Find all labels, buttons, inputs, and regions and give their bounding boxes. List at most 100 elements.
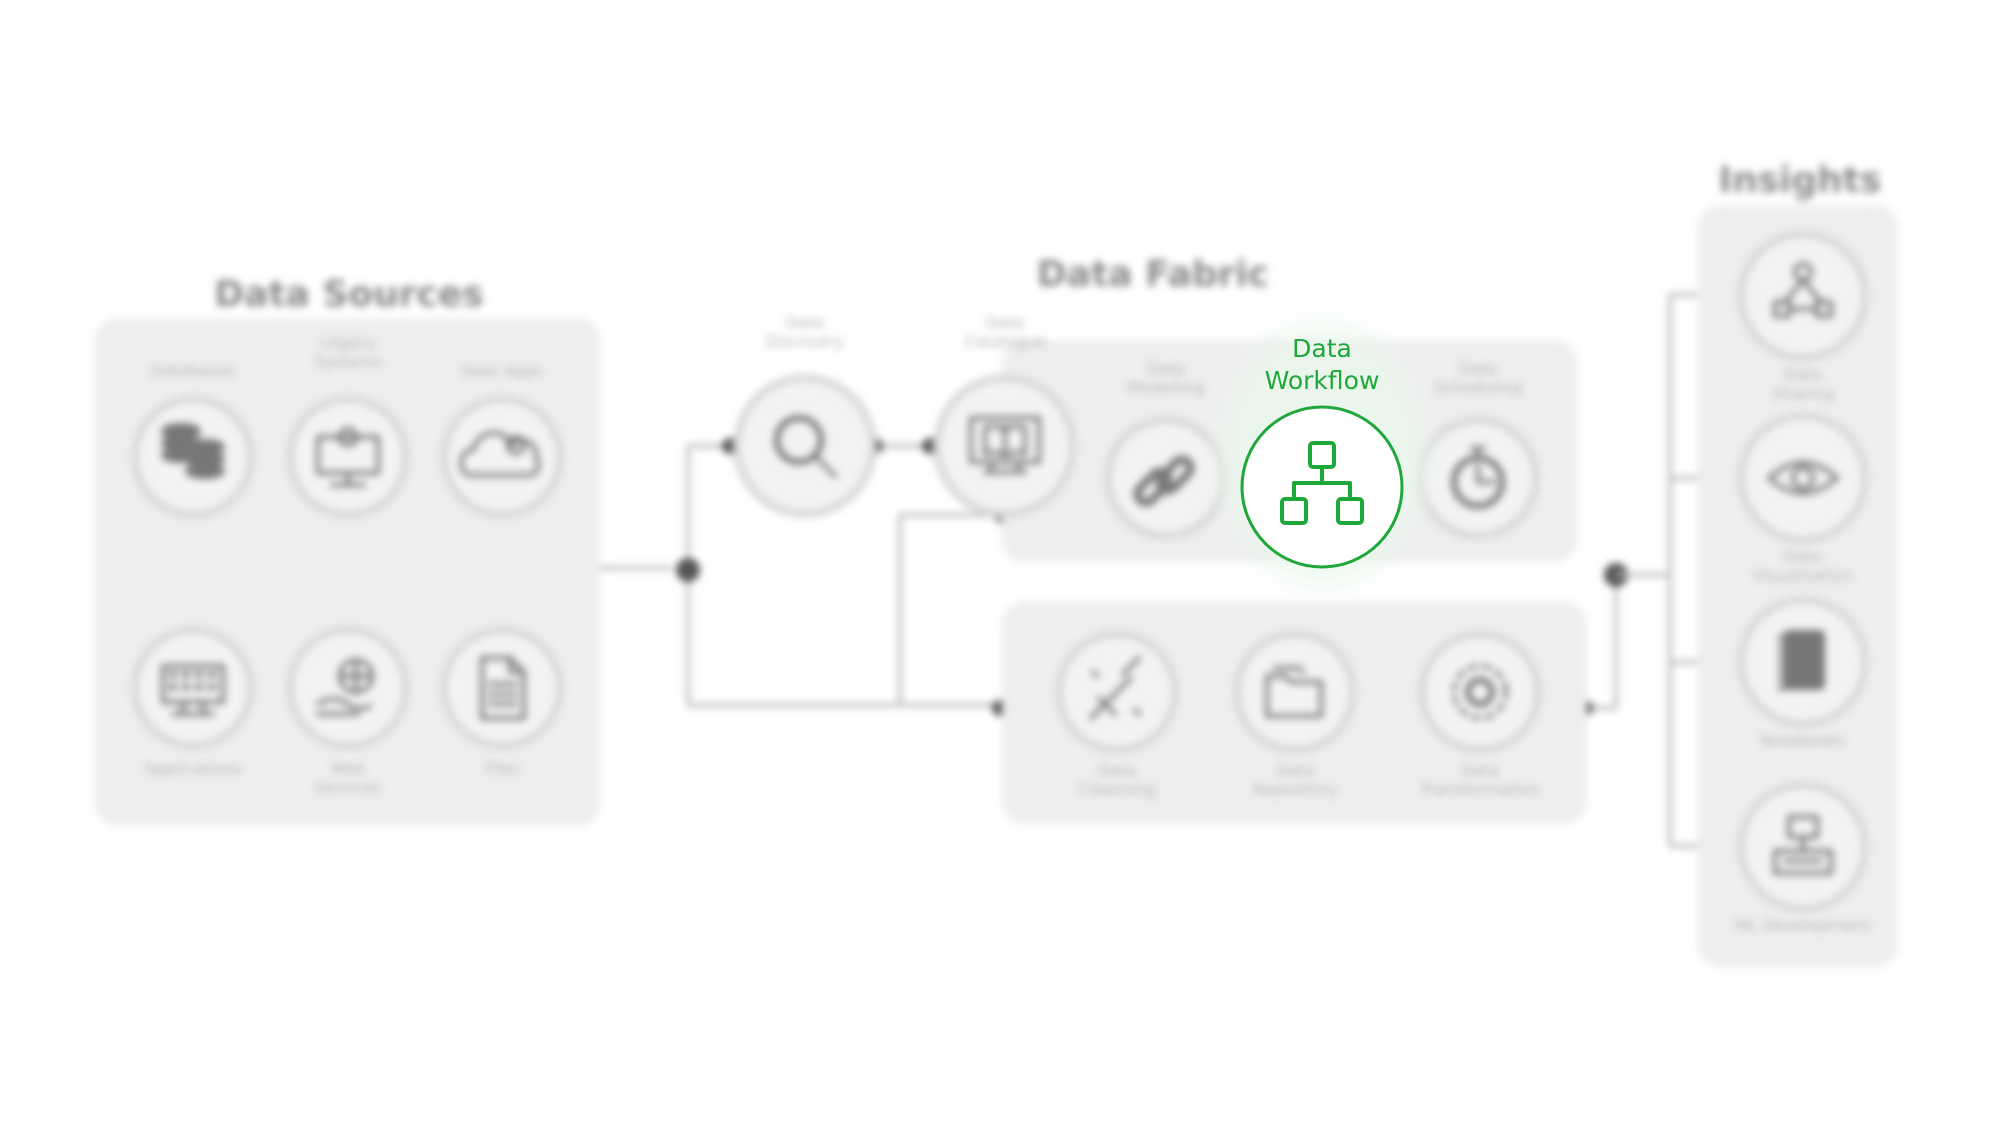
workflow-ring: [1240, 405, 1404, 569]
catalogue-icon: [969, 416, 1041, 474]
fabric-bottom-node: [1055, 630, 1179, 754]
source-node: [440, 626, 564, 750]
ml-development-icon: [1773, 815, 1833, 875]
database-icon: [161, 423, 225, 479]
link-icon: [1133, 455, 1195, 507]
node-label-line: Discovery: [765, 332, 844, 351]
icon-path: [1089, 656, 1141, 720]
node-label-line: Data: [1098, 761, 1136, 780]
node-label-line: Data: [1784, 547, 1822, 566]
node-label: Notebooks: [1760, 731, 1845, 750]
legacy-system-icon: [316, 427, 380, 487]
sharing-icon: [1773, 262, 1833, 318]
connector-dot: [676, 558, 700, 582]
notebook-icon: [1777, 630, 1825, 690]
search-icon: [774, 415, 837, 478]
icon-path: [169, 672, 177, 678]
cleansing-icon: [1089, 656, 1141, 720]
node-label-line: Sharing: [1772, 384, 1833, 403]
icon-path: [208, 672, 216, 678]
fabric-top-node: [1104, 416, 1228, 540]
file-icon: [480, 656, 526, 720]
source-node: [131, 395, 255, 519]
node-label-line: Legacy: [320, 333, 377, 352]
fabric-node-discovery: [733, 374, 877, 518]
node-label: Files: [484, 759, 519, 778]
workflow-label-line: Data: [1292, 334, 1352, 363]
node-label-line: Databases: [151, 361, 236, 380]
application-icon: [161, 664, 225, 716]
node-label-line: Data: [1147, 359, 1185, 378]
node-label-line: Notebooks: [1760, 731, 1845, 750]
workflow-icon: [1280, 441, 1364, 525]
icon-path: [338, 427, 358, 447]
folder-icon: [1265, 666, 1323, 718]
transformation-gear-icon: [1452, 664, 1508, 720]
icon-path: [506, 435, 526, 455]
node-disc: [1745, 420, 1861, 536]
node-label-line: Services: [314, 778, 381, 797]
icon-path: [774, 415, 824, 465]
node-label-line: Data: [1276, 761, 1314, 780]
node-label-line: ML Development: [1735, 916, 1871, 935]
eye-icon: [1767, 461, 1839, 495]
node-disc: [1426, 638, 1534, 746]
insight-node: [1737, 230, 1869, 362]
icon-path: [1773, 278, 1833, 318]
source-node: [286, 395, 410, 519]
source-node: [131, 626, 255, 750]
icon-path: [1133, 455, 1195, 507]
node-disc: [139, 634, 247, 742]
node-label-line: Repository: [1252, 780, 1337, 799]
icon-path: [1452, 664, 1508, 720]
insight-node: [1737, 781, 1869, 913]
icon-path: [1465, 677, 1495, 707]
insights-panel: [1698, 205, 1898, 967]
data-fabric-heading: Data Fabric: [1037, 254, 1269, 295]
workflow-label-line: Workflow: [1265, 366, 1380, 395]
icon-path: [480, 656, 526, 720]
node-label-line: Data: [986, 313, 1024, 332]
icon-path: [316, 658, 374, 716]
node-label-line: Files: [484, 759, 519, 778]
icon-path: [182, 684, 190, 690]
insights-heading: Insights: [1719, 160, 1882, 201]
node-label-line: Catalogue: [964, 332, 1045, 351]
node-disc: [448, 634, 556, 742]
fabric-node-catalogue: [933, 374, 1077, 518]
node-label: Applications: [144, 759, 242, 778]
node-label: Databases: [151, 361, 236, 380]
node-label-line: Cleansing: [1078, 780, 1156, 799]
icon-path: [1265, 666, 1323, 718]
icon-path: [969, 416, 1041, 474]
fabric-node-workflow: [1240, 405, 1404, 569]
icon-path: [182, 672, 190, 678]
fabric-bottom-node: [1233, 630, 1357, 754]
icon-path: [1791, 466, 1815, 490]
node-label: ML Development: [1735, 916, 1871, 935]
insight-node: [1737, 596, 1869, 728]
icon-path: [161, 664, 225, 716]
icon-path: [1767, 461, 1839, 495]
node-disc: [294, 403, 402, 511]
node-label-line: Data: [786, 313, 824, 332]
icon-path: [1470, 446, 1496, 484]
node-label: Saas Apps: [461, 361, 544, 380]
source-node: [440, 395, 564, 519]
node-label-line: Scheduling: [1434, 378, 1522, 397]
node-label-line: Applications: [144, 759, 242, 778]
